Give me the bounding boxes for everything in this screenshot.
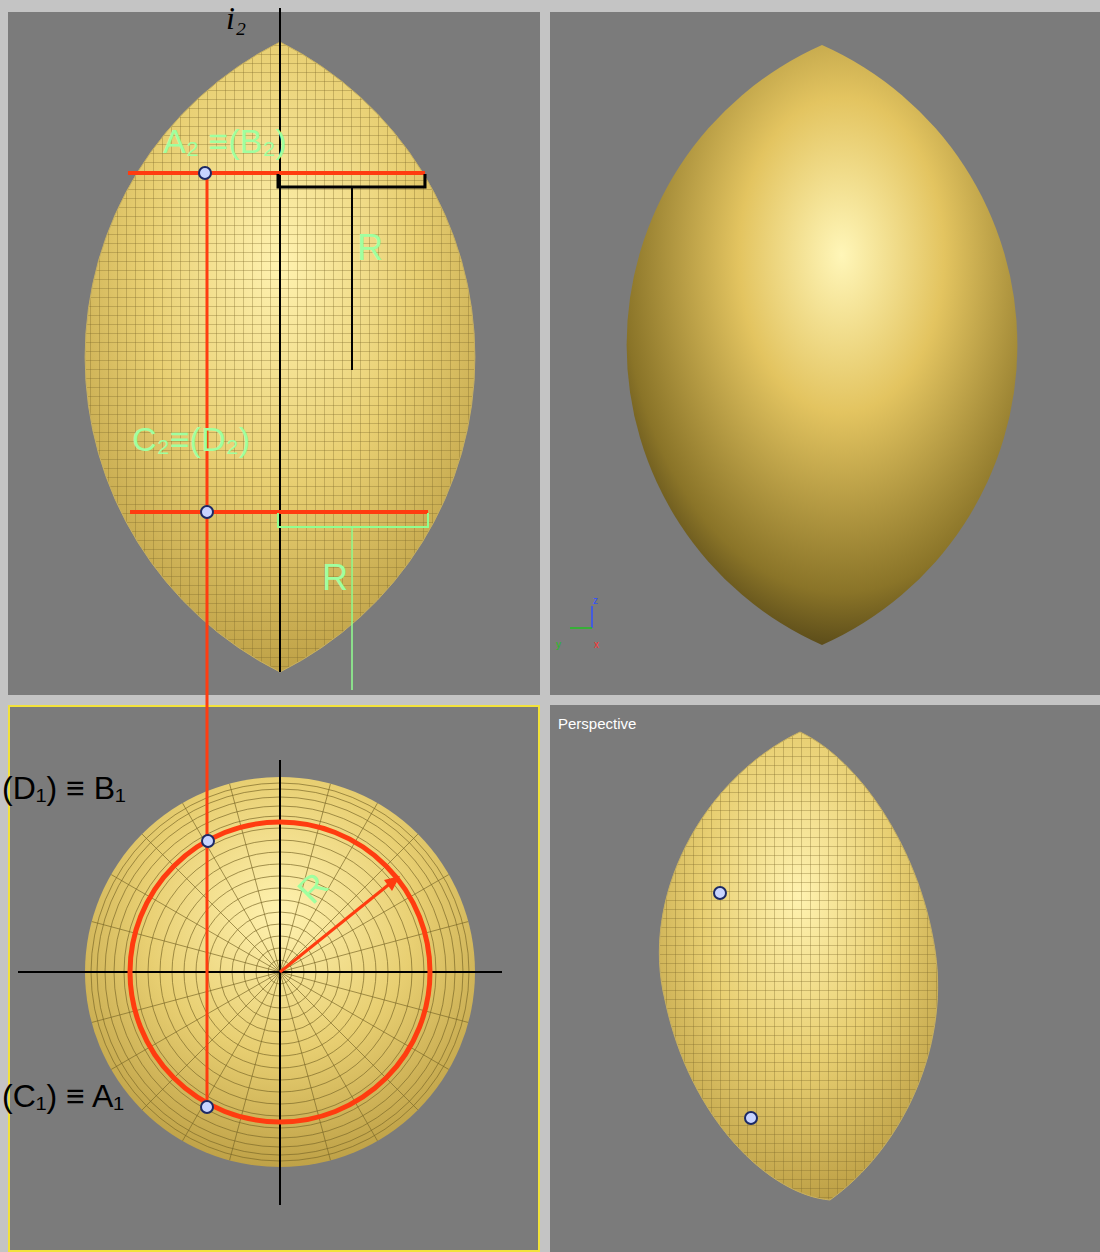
axis-letter: x	[594, 640, 599, 650]
point-label: (D₁) ≡ B₁	[2, 772, 126, 804]
axis-icon	[570, 627, 592, 629]
point-label: A₂ ≡(B₂)	[163, 124, 287, 158]
radius-arrowhead	[384, 876, 400, 891]
axis-name: i₂	[226, 2, 246, 34]
point-label: C₂≡(D₂)	[132, 422, 250, 456]
radius-label: R	[357, 230, 383, 266]
left-viewport	[550, 12, 1100, 695]
radius-label: R	[322, 560, 348, 596]
front-viewport	[8, 12, 540, 695]
axis-icon	[591, 606, 593, 628]
radius-leader	[351, 187, 353, 370]
axis-line	[279, 8, 281, 672]
axis-letter: y	[556, 640, 561, 650]
perspective-viewport	[550, 705, 1100, 1252]
radius-arrow	[280, 882, 392, 972]
parallel-circle	[130, 822, 430, 1122]
axis-line	[279, 760, 281, 1205]
lens-perspective-mesh	[659, 732, 937, 1200]
projection-line	[206, 173, 209, 1107]
point-label: (C₁) ≡ A₁	[2, 1080, 124, 1112]
viewport-title: Perspective	[558, 716, 636, 731]
radius-bracket	[278, 174, 425, 187]
radius-leader	[351, 527, 353, 690]
radius-bracket	[278, 513, 428, 527]
point-marker	[199, 167, 757, 1124]
axis-letter: z	[593, 596, 598, 606]
lens-perspective	[659, 732, 937, 1200]
lens-shaded	[627, 45, 1018, 645]
